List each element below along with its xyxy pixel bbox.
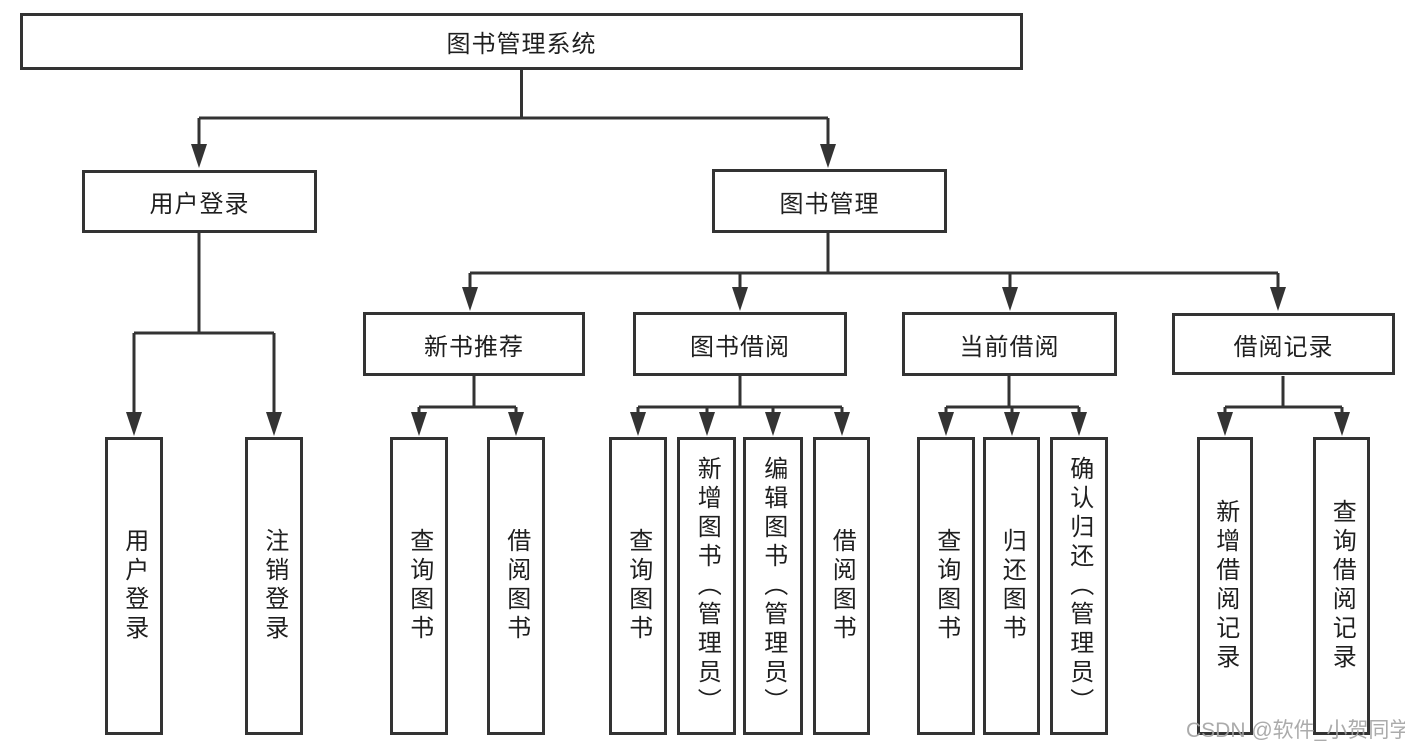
leaf-records-query-record-label: 查询借阅记录 <box>1328 499 1356 673</box>
leaf-borrow-edit-books-admin-label: 编辑图书（管理员） <box>759 455 787 717</box>
leaf-recommend-borrow-books-label: 借阅图书 <box>502 528 530 644</box>
connector-current-to-leaves <box>938 376 1087 436</box>
leaf-borrow-add-books-admin: 新增图书（管理员） <box>677 437 736 735</box>
connector-book-management-to-level3 <box>462 233 1286 311</box>
leaf-borrow-query-books-label: 查询图书 <box>624 528 652 644</box>
leaf-current-query-books: 查询图书 <box>917 437 975 735</box>
connector-root-to-level2 <box>191 70 836 168</box>
node-borrow-records: 借阅记录 <box>1172 313 1395 375</box>
node-library-system: 图书管理系统 <box>20 13 1023 70</box>
leaf-current-return-books-label: 归还图书 <box>998 528 1026 644</box>
leaf-borrow-edit-books-admin: 编辑图书（管理员） <box>743 437 803 735</box>
leaf-recommend-query-books-label: 查询图书 <box>405 528 433 644</box>
leaf-current-confirm-return-admin-label: 确认归还（管理员） <box>1065 455 1093 717</box>
leaf-records-query-record: 查询借阅记录 <box>1313 437 1370 735</box>
leaf-recommend-borrow-books: 借阅图书 <box>487 437 545 735</box>
leaf-borrow-query-books: 查询图书 <box>609 437 667 735</box>
leaf-borrow-borrow-books-label: 借阅图书 <box>828 528 856 644</box>
node-book-management-label: 图书管理 <box>779 190 880 218</box>
leaf-recommend-query-books: 查询图书 <box>390 437 448 735</box>
watermark: CSDN @软件_小贺同学 <box>1186 719 1405 742</box>
connector-user-login-to-leaves <box>126 233 282 436</box>
connector-records-to-leaves <box>1217 376 1350 436</box>
node-current-borrow-label: 当前借阅 <box>959 333 1060 361</box>
leaf-records-add-record-label: 新增借阅记录 <box>1211 499 1239 673</box>
leaf-borrow-add-books-admin-label: 新增图书（管理员） <box>693 455 721 717</box>
leaf-logout-label: 注销登录 <box>260 528 288 644</box>
leaf-user-login-label: 用户登录 <box>120 528 148 644</box>
leaf-user-login: 用户登录 <box>105 437 163 735</box>
node-borrow-records-label: 借阅记录 <box>1233 333 1334 361</box>
node-book-management: 图书管理 <box>712 169 947 233</box>
node-current-borrow: 当前借阅 <box>902 312 1117 376</box>
node-book-borrow-label: 图书借阅 <box>690 333 790 361</box>
connector-borrow-to-leaves <box>630 376 850 436</box>
leaf-borrow-borrow-books: 借阅图书 <box>813 437 870 735</box>
leaf-current-query-books-label: 查询图书 <box>932 528 960 644</box>
node-new-book-recommend-label: 新书推荐 <box>424 333 524 361</box>
node-user-login-label: 用户登录 <box>149 191 250 218</box>
node-user-login: 用户登录 <box>82 170 317 233</box>
connector-recommend-to-leaves <box>411 376 524 436</box>
node-library-system-label: 图书管理系统 <box>446 31 597 58</box>
leaf-records-add-record: 新增借阅记录 <box>1197 437 1253 735</box>
leaf-current-return-books: 归还图书 <box>983 437 1040 735</box>
node-book-borrow: 图书借阅 <box>633 312 847 376</box>
node-new-book-recommend: 新书推荐 <box>363 312 585 376</box>
leaf-current-confirm-return-admin: 确认归还（管理员） <box>1050 437 1108 735</box>
leaf-logout: 注销登录 <box>245 437 303 735</box>
